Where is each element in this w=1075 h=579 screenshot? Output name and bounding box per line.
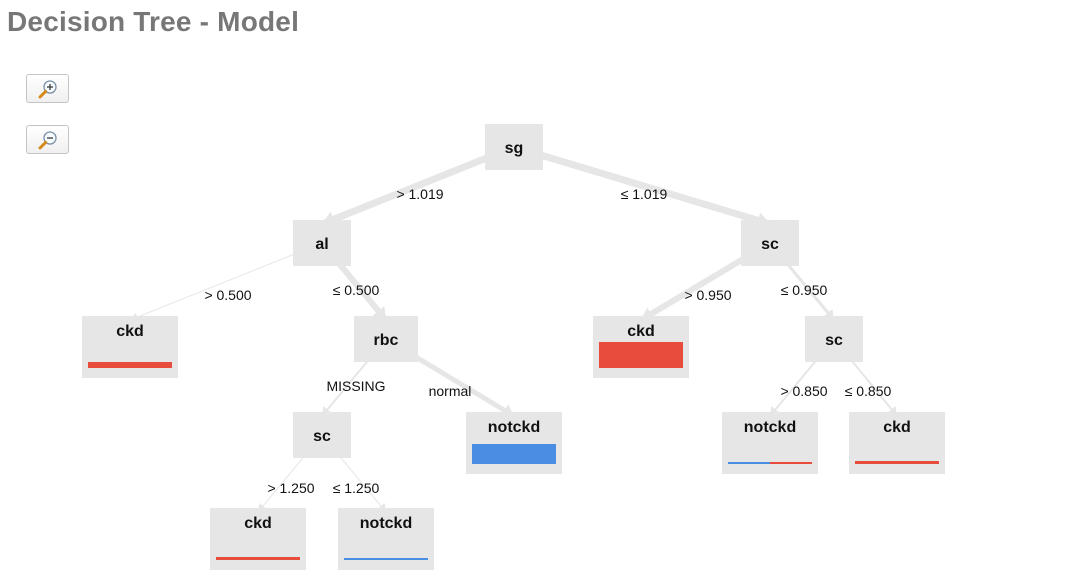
zoom-out-button[interactable]	[26, 125, 69, 154]
zoom-in-button[interactable]	[26, 74, 69, 103]
leaf-node-ckd_2[interactable]: ckd	[593, 316, 689, 378]
leaf-node-notckd_1[interactable]: notckd	[466, 412, 562, 474]
zoom-out-icon	[38, 131, 57, 150]
page-title: Decision Tree - Model	[7, 6, 300, 37]
edge-label: > 0.950	[684, 287, 731, 303]
node-label: notckd	[360, 515, 412, 532]
node-label: rbc	[374, 332, 399, 349]
leaf-node-ckd_1[interactable]: ckd	[82, 316, 178, 378]
edge-label: MISSING	[326, 378, 385, 394]
tree-edge-sg-al	[318, 143, 518, 228]
class-bar-ckd	[88, 362, 172, 368]
class-bar-notckd	[472, 444, 556, 464]
split-node-rbc[interactable]: rbc	[354, 316, 418, 362]
tree-edge-sg-sc_right	[510, 143, 774, 228]
class-bar-notckd	[344, 558, 428, 560]
node-box	[741, 220, 799, 266]
node-box	[293, 220, 351, 266]
edge-label: > 0.850	[780, 383, 827, 399]
edge-label: ≤ 0.500	[333, 282, 380, 298]
node-label: al	[315, 236, 328, 253]
node-label: ckd	[244, 515, 272, 532]
edge-label: > 1.019	[396, 186, 443, 202]
node-box	[293, 412, 351, 458]
edge-label: > 1.250	[267, 480, 314, 496]
split-node-sg[interactable]: sg	[485, 124, 543, 170]
node-label: notckd	[488, 419, 540, 436]
node-box	[354, 316, 418, 362]
nodes-layer: sg al sc ckd rbc ckd sc sc notckd notckd ckd ckd not…	[82, 124, 945, 570]
split-node-al[interactable]: al	[293, 220, 351, 266]
tree-edge-al-ckd_1	[129, 242, 323, 321]
leaf-node-notckd_3[interactable]: notckd	[338, 508, 434, 570]
class-bar-notckd	[728, 462, 770, 464]
edge-label: normal	[429, 383, 472, 399]
edge-label: ≤ 1.250	[333, 480, 380, 496]
split-node-sc_left[interactable]: sc	[293, 412, 351, 458]
zoom-in-icon	[38, 80, 57, 99]
node-label: ckd	[627, 323, 655, 340]
node-label: sg	[505, 140, 524, 157]
node-label: ckd	[883, 419, 911, 436]
leaf-node-ckd_3[interactable]: ckd	[849, 412, 945, 474]
class-bar-ckd	[216, 557, 300, 560]
edge-label: > 0.500	[204, 287, 251, 303]
split-node-sc_right[interactable]: sc	[741, 220, 799, 266]
node-label: ckd	[116, 323, 144, 340]
leaf-node-notckd_2[interactable]: notckd	[722, 412, 818, 474]
edges-layer: > 1.019 ≤ 1.019 > 0.500 ≤ 0.500 > 0.950 ≤ 0.9…	[129, 143, 898, 513]
node-box	[485, 124, 543, 170]
class-bar-ckd	[855, 461, 939, 464]
edge-label: ≤ 0.850	[845, 383, 892, 399]
node-box	[805, 316, 863, 362]
node-label: sc	[825, 332, 843, 349]
edge-label: ≤ 0.950	[781, 282, 828, 298]
class-bar-ckd	[770, 462, 812, 464]
node-label: sc	[313, 428, 331, 445]
edge-label: ≤ 1.019	[621, 186, 668, 202]
node-label: sc	[761, 236, 779, 253]
split-node-sc_right2[interactable]: sc	[805, 316, 863, 362]
leaf-node-ckd_4[interactable]: ckd	[210, 508, 306, 570]
class-bar-ckd	[599, 342, 683, 368]
node-label: notckd	[744, 419, 796, 436]
